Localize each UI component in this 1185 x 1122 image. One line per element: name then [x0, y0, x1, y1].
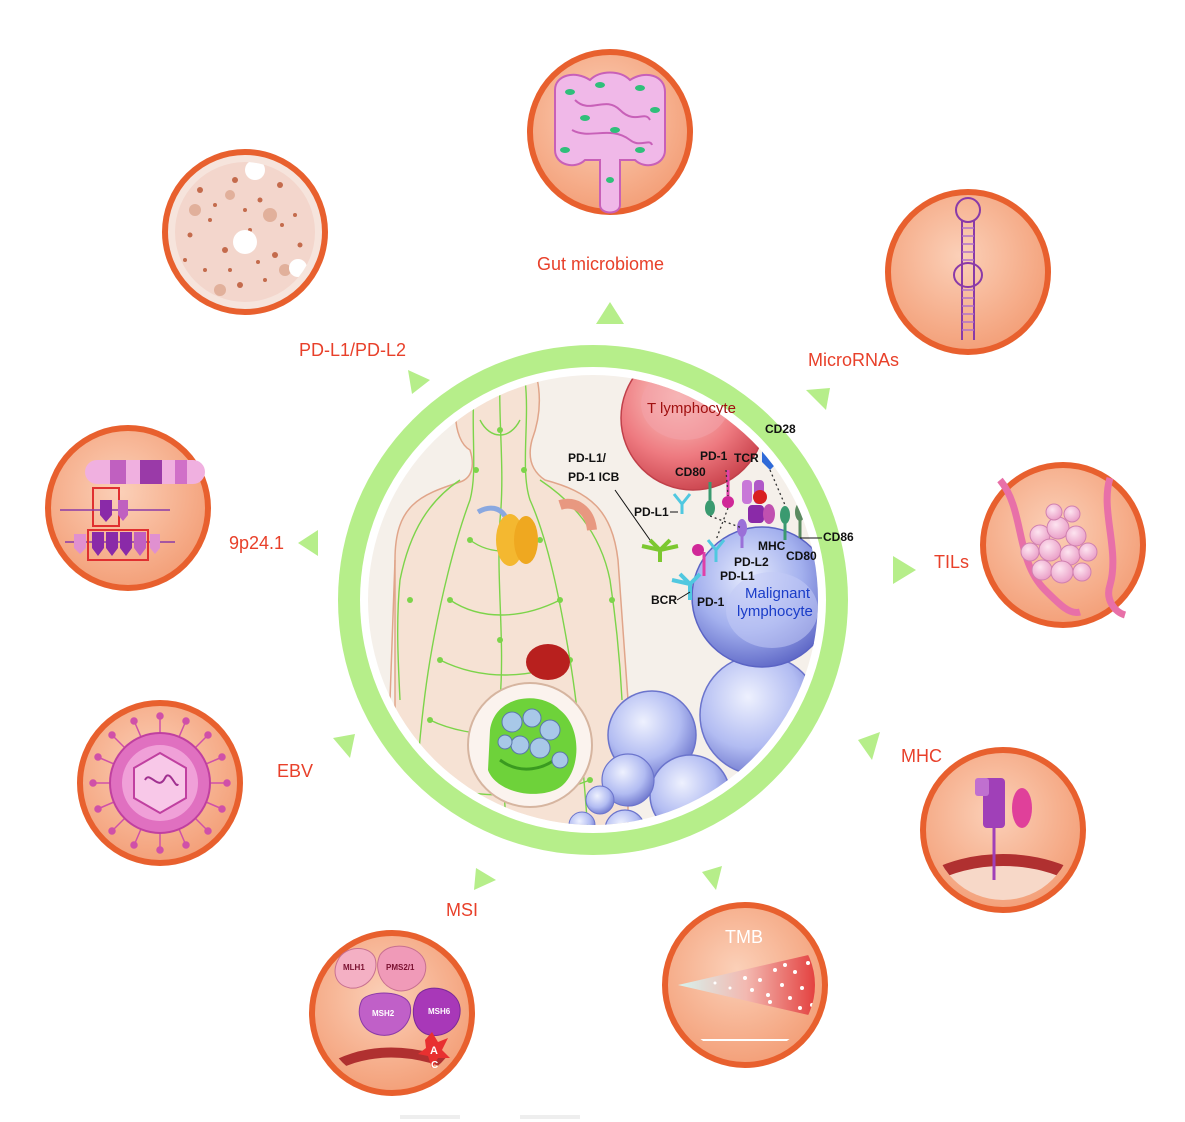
pdl2-ligand	[737, 519, 747, 537]
base-c-label: C	[431, 1060, 438, 1071]
mlh1-protein	[334, 948, 377, 989]
label-mhc: MHC	[901, 746, 942, 766]
mismatch-burst	[418, 1032, 450, 1068]
hairpin-rna-icon	[953, 197, 983, 340]
antigen	[753, 490, 767, 504]
pdl1-bottom-label: PD-L1	[720, 569, 755, 583]
pdl2-label: PD-L2	[734, 555, 769, 569]
arrow-marker	[702, 866, 722, 890]
label-gut-microbiome: Gut microbiome	[537, 254, 664, 274]
bcr-label: BCR	[651, 593, 677, 607]
cd28-label: CD28	[765, 422, 796, 436]
tcr-receptor	[742, 480, 752, 504]
label-tils: TILs	[934, 552, 969, 572]
arrow-marker	[858, 732, 880, 760]
satellite-mhc	[920, 747, 1086, 913]
pdl1-left-label: PD-L1	[634, 505, 669, 519]
arrow-marker	[806, 388, 830, 410]
label-micrornas: MicroRNAs	[808, 350, 899, 370]
amplified-locus-box	[87, 529, 149, 561]
mhc-molecule	[748, 505, 764, 523]
pms2-protein	[377, 945, 427, 992]
arrow-marker	[893, 556, 916, 584]
pd1-top-label: PD-1	[700, 449, 728, 463]
infiltrating-lymphocytes	[1020, 503, 1098, 584]
cd80-top	[705, 500, 715, 516]
arrow-marker	[408, 370, 430, 394]
label-msi: MSI	[446, 900, 478, 920]
cd86-label: CD86	[823, 530, 854, 544]
arrow-marker	[596, 302, 624, 324]
satellite-ebv	[77, 700, 243, 866]
icb-label-line2: PD-1 ICB	[568, 470, 620, 484]
malignant-label-line2: lymphocyte	[737, 603, 813, 620]
ihc-stain-icon	[175, 162, 315, 302]
satellite-tmb	[662, 902, 828, 1068]
pms2-label: PMS2/1	[386, 963, 415, 972]
tcr-label: TCR	[734, 451, 759, 465]
label-pdl1-pdl2: PD-L1/PD-L2	[299, 340, 406, 360]
icb-antibody	[641, 538, 679, 562]
label-ebv: EBV	[277, 761, 313, 781]
mlh1-label: MLH1	[343, 963, 365, 972]
label-9p24: 9p24.1	[229, 533, 284, 553]
arrow-marker	[474, 868, 496, 890]
pdl1-ligand	[706, 539, 726, 562]
pd1-bottom-label: PD-1	[697, 595, 725, 609]
malignant-lymphocyte	[691, 526, 818, 668]
pdl1-tcell	[672, 493, 692, 514]
blood-vessel-icon	[997, 476, 1127, 619]
arrow-marker	[298, 530, 318, 556]
shoulder-organ	[558, 498, 597, 531]
pd1-malignant	[692, 544, 704, 556]
mutation-gradient	[678, 950, 815, 1020]
satellite-pdl	[162, 149, 328, 315]
msh2-label: MSH2	[372, 1009, 395, 1018]
spleen	[526, 644, 570, 680]
satellite-tils	[980, 462, 1146, 628]
msh2-protein	[358, 992, 412, 1036]
cd80-bottom-label: CD80	[786, 549, 817, 563]
satellite-msi: MLH1 PMS2/1 MSH2 MSH6 A C	[309, 930, 475, 1096]
lymph-node-inset	[467, 682, 593, 808]
central-labels: T lymphocyte Malignant lymphocyte CD28 P…	[568, 400, 854, 620]
malignant-label-line1: Malignant	[745, 585, 811, 602]
mhc-label: MHC	[758, 539, 786, 553]
label-tmb: TMB	[725, 927, 763, 947]
satellite-micrornas	[885, 189, 1051, 355]
arrow-marker	[333, 734, 355, 758]
satellite-9p24	[45, 425, 211, 591]
vessel	[476, 505, 508, 518]
intestine-icon	[554, 71, 666, 214]
msh6-label: MSH6	[428, 1007, 451, 1016]
cd80-bottom	[780, 506, 790, 524]
virus-spikes	[89, 712, 231, 854]
msh6-protein	[412, 987, 461, 1036]
base-a-label: A	[430, 1045, 438, 1057]
cd80-top-label: CD80	[675, 465, 706, 479]
satellite-gut-microbiome	[527, 49, 693, 215]
ring-arrows	[298, 302, 916, 890]
t-lymphocyte-label: T lymphocyte	[647, 400, 736, 417]
icb-label-line1: PD-L1/	[568, 451, 607, 465]
pd1-receptor	[722, 496, 734, 508]
